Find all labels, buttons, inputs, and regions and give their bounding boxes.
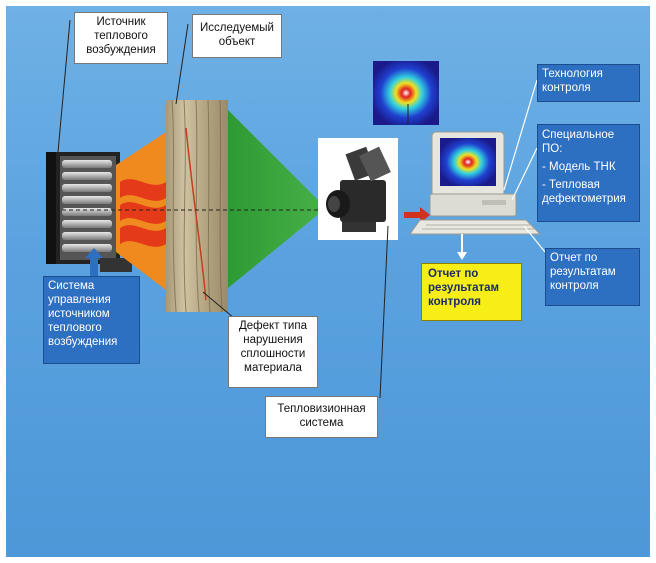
thermogram-image (373, 61, 439, 125)
heat-source-label: Источник теплового возбуждения (74, 12, 168, 64)
control-system-label: Система управления источником теплового … (43, 276, 140, 364)
software-title: Специальное ПО: (542, 129, 615, 155)
report-label-blue: Отчет по результатам контроля (545, 248, 640, 306)
thermal-camera (326, 146, 391, 232)
software-item-model: - Модель ТНК (542, 161, 616, 173)
object-label: Исследуемый объект (192, 14, 282, 58)
report-label-yellow: Отчет по результатам контроля (421, 263, 522, 321)
software-label: Специальное ПО: - Модель ТНК - Тепловая … (537, 124, 640, 222)
computer (409, 131, 542, 235)
thermal-system-label: Тепловизионная система (265, 396, 378, 438)
software-item-defectometry: - Тепловая дефектометрия (542, 179, 626, 205)
technology-label: Технология контроля (537, 64, 640, 102)
heat-source-radiator (46, 152, 132, 272)
defect-label: Дефект типа нарушения сплошности материа… (228, 316, 318, 388)
